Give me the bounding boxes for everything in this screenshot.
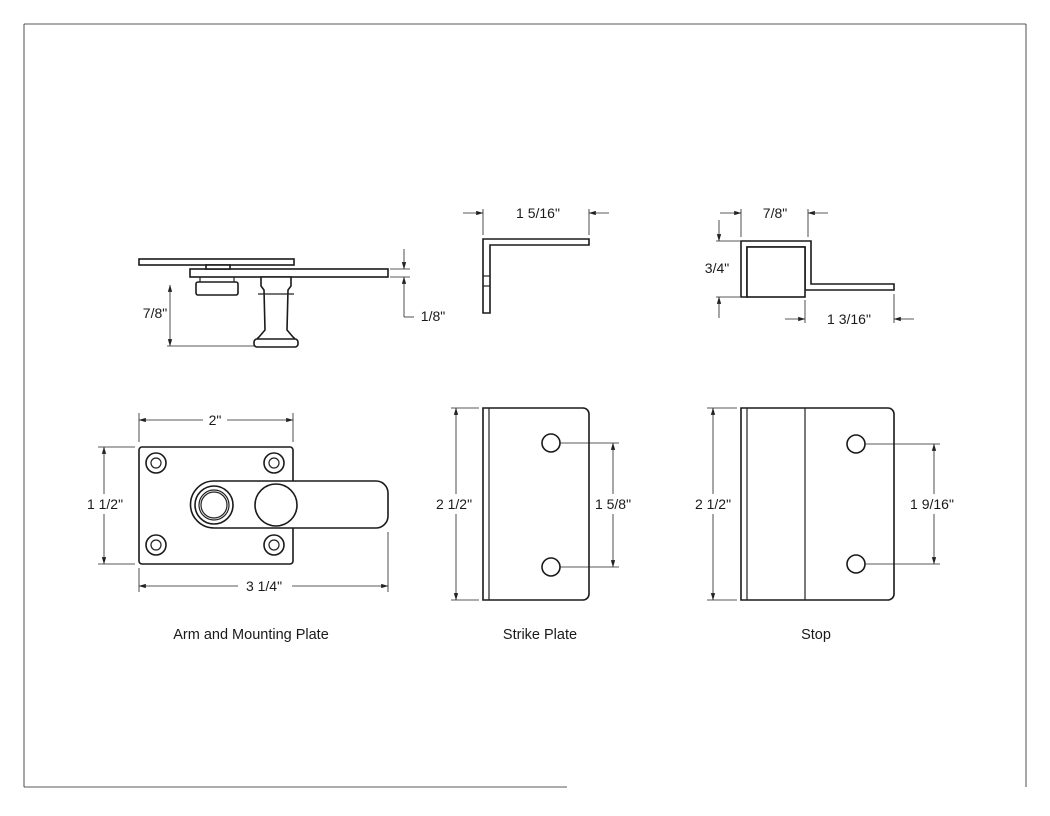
screw-hole [263,534,285,556]
arm-height-dim: 7/8" [143,305,167,321]
stop-flange-dim: 1 3/16" [827,311,871,327]
strike-hole [541,557,561,577]
arm-side-view: 7/8" 1/8" [138,249,445,348]
stop-hole [846,554,866,574]
arm-front-view: 2" 1 1/2" 3 1/4" Arm and Mounting Plate [82,410,389,643]
stop-height-front-dim: 2 1/2" [695,496,731,512]
arm-thickness-dim: 1/8" [421,308,445,324]
caption-arm: Arm and Mounting Plate [173,627,329,643]
stop-height-dim: 3/4" [705,260,729,276]
strike-hole [541,433,561,453]
strike-height-dim: 2 1/2" [436,496,472,512]
stop-top-dim: 7/8" [763,205,787,221]
strike-hole-spacing-dim: 1 5/8" [595,496,631,512]
stop-side-view: 7/8" 3/4" 1 3/16" [705,205,914,327]
stop-hole-spacing-dim: 1 9/16" [910,496,954,512]
border-frame [23,23,1027,788]
stop-front-view: 2 1/2" 1 9/16" Stop [689,407,964,643]
caption-stop: Stop [801,627,831,643]
caption-strike: Strike Plate [503,627,577,643]
stop-hole [846,434,866,454]
screw-hole [263,452,285,474]
strike-front-view: 2 1/2" 1 5/8" Strike Plate [430,407,636,643]
arm-width-bottom-dim: 3 1/4" [246,578,282,594]
arm-height-front-dim: 1 1/2" [87,496,123,512]
strike-width-dim: 1 5/16" [516,205,560,221]
strike-side-view: 1 5/16" [463,205,609,314]
screw-hole [145,452,167,474]
arm-width-top-dim: 2" [209,412,222,428]
screw-hole [145,534,167,556]
